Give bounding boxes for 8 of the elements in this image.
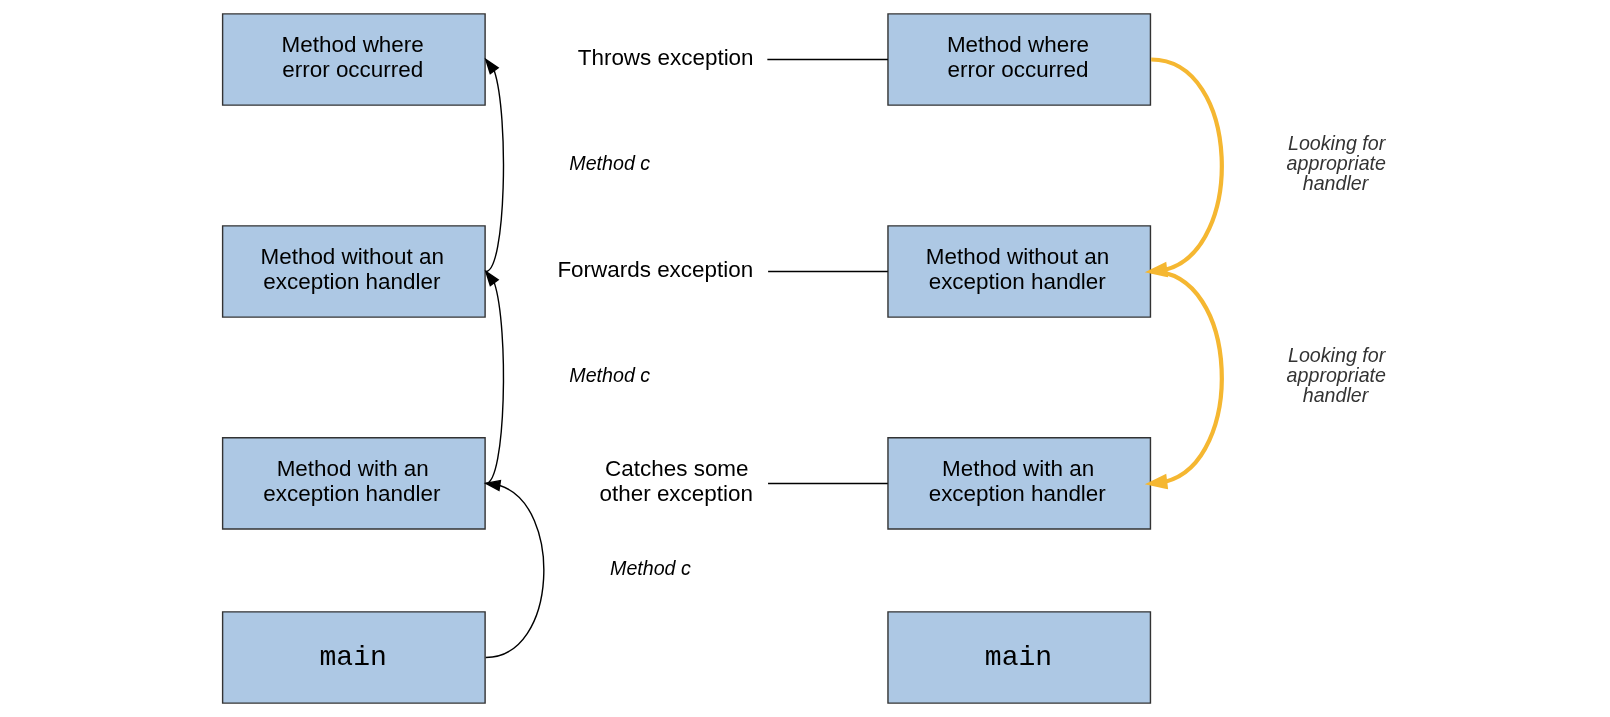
node-text: Throws exception [577,44,754,70]
node-text: Forwards exception [556,256,753,282]
edge-label: Looking for appropriate handler [1286,344,1386,406]
edge-label: Looking for appropriate handler [1286,132,1386,194]
node-text: Catches some other exception [599,456,753,507]
edge-label: Method c [568,363,650,386]
edge-label: Method c [609,556,691,579]
edge-label: Method c [568,151,650,174]
